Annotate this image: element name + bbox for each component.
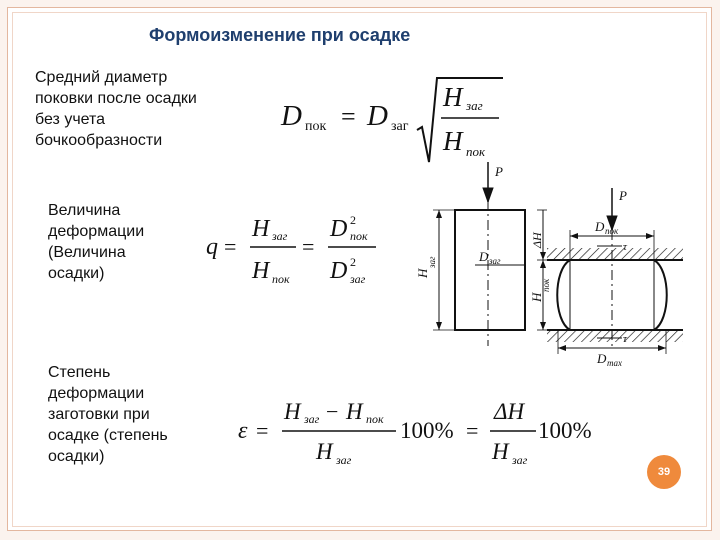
left-force-label: P (494, 164, 503, 179)
right-height-label: H (529, 292, 544, 303)
f2-h1: H (251, 216, 271, 242)
left-height-sub: заг (427, 256, 437, 269)
f1-num-sub: заг (465, 98, 483, 113)
f3-h3: H (315, 439, 334, 464)
f3-h2: H (345, 399, 364, 424)
f1-lhs-sub: пок (305, 119, 326, 134)
f1-d: D (366, 100, 388, 132)
bottom-die-hatch (547, 330, 683, 342)
dmax-sub: max (607, 358, 622, 368)
f3-dh: ΔH (493, 399, 525, 424)
f2-d2: D (329, 258, 347, 284)
barrel-right (653, 259, 668, 331)
f3-h4-sub: заг (511, 453, 528, 467)
left-diameter-sub: заг (488, 256, 501, 266)
formula-deformation-degree: ε = H заг − H пок H заг 100% = ΔH H заг … (238, 399, 592, 467)
formula-average-diameter: D пок = D заг H заг H пок (280, 77, 503, 163)
f3-eq2: = (466, 418, 478, 443)
f1-den: H (442, 126, 464, 156)
f3-eq1: = (256, 418, 268, 443)
upsetting-diagram: P H заг D заг P ΔH H пок D пок τ τ D max (415, 162, 683, 368)
f3-minus: − (326, 399, 338, 424)
left-force-arrow-head (482, 187, 494, 204)
f1-eq: = (341, 102, 356, 131)
f2-d2-sup: 2 (350, 255, 356, 269)
f2-d1-sup: 2 (350, 213, 356, 227)
dmax-label: D (596, 351, 607, 366)
delta-h-label: ΔH (530, 231, 544, 249)
page-number-badge: 39 (647, 455, 681, 489)
section-deformation-degree-text: Степень деформации заготовки при осадке … (48, 364, 168, 465)
f3-h2-sub: пок (366, 412, 384, 426)
tau-top-label: τ (623, 241, 628, 253)
dpok-sub: пок (605, 226, 619, 236)
section-deformation-value-text: Величина деформации (Величина осадки) (48, 202, 145, 282)
left-diameter-label: D (478, 249, 489, 264)
dpok-label: D (594, 219, 605, 234)
f2-d2-sub: заг (349, 272, 366, 286)
f1-sqrt-sign (416, 77, 503, 163)
slide-frame (7, 7, 712, 531)
f2-eq2: = (302, 234, 314, 259)
f1-lhs: D (280, 100, 302, 132)
f1-d-sub: заг (391, 119, 409, 134)
section-average-diameter-text: Средний диаметр поковки после осадки без… (35, 69, 197, 149)
right-force-label: P (618, 188, 627, 203)
right-force-arrow-head (606, 215, 618, 232)
left-height-label: H (415, 268, 430, 279)
right-height-sub: пок (541, 278, 551, 292)
top-die-hatch (547, 248, 683, 260)
formula-deformation-value: q = H заг H пок = D 2 пок D 2 заг (206, 213, 376, 286)
tau-bottom-label: τ (623, 333, 628, 345)
left-billet (454, 209, 526, 331)
f3-h1: H (283, 399, 302, 424)
f2-q: q (206, 234, 218, 260)
f3-h3-sub: заг (335, 453, 352, 467)
f2-d1: D (329, 216, 347, 242)
f3-pct1: 100% (400, 418, 454, 443)
f3-h4: H (491, 439, 510, 464)
f1-num: H (442, 82, 464, 112)
f1-den-sub: пок (466, 144, 486, 159)
f2-d1-sub: пок (350, 229, 368, 243)
f2-h2-sub: пок (272, 272, 290, 286)
slide-title: Формоизменение при осадке (149, 25, 411, 45)
barrel-left (556, 259, 571, 331)
f3-eps: ε (238, 418, 248, 444)
f2-h2: H (251, 258, 271, 284)
f3-h1-sub: заг (303, 412, 320, 426)
f2-eq1: = (224, 234, 236, 259)
f2-h1-sub: заг (271, 229, 288, 243)
f3-pct2: 100% (538, 418, 592, 443)
